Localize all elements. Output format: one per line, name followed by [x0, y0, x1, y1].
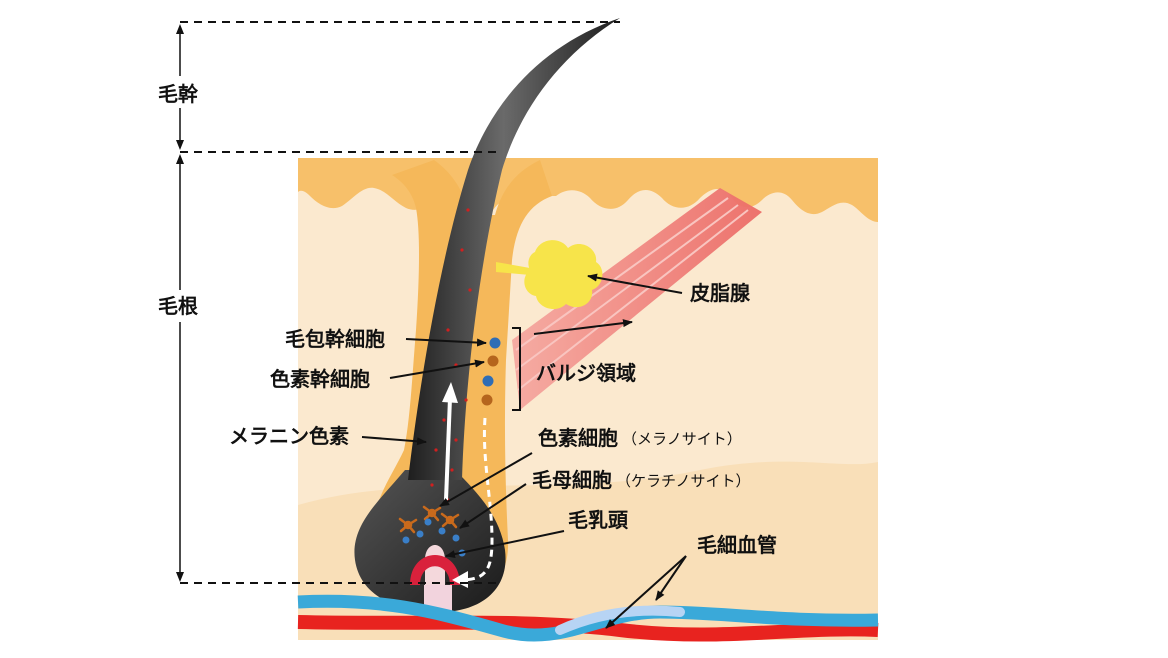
pigment-stem-cell-dot-2	[481, 394, 493, 406]
label-melanocyte: 色素細胞	[538, 426, 618, 450]
artery	[297, 615, 879, 642]
bulge-bracket	[512, 327, 521, 411]
follicle-stem-cell-dot	[489, 337, 501, 349]
hair-shaft	[408, 18, 620, 480]
vein	[297, 594, 879, 642]
label-melanin: メラニン色素	[229, 424, 349, 448]
label-dermal-papilla: 毛乳頭	[568, 508, 629, 532]
label-follicle-stem-cell: 毛包幹細胞	[285, 327, 385, 351]
melanocytes	[398, 505, 460, 534]
growth-arrow	[442, 382, 458, 501]
dimension-markers	[179, 21, 620, 584]
label-sebaceous-gland: 皮脂腺	[690, 281, 751, 305]
pigment-stem-cell-dot	[487, 355, 499, 367]
stem-cell-migration-path	[459, 417, 494, 582]
label-hair-root: 毛根	[158, 294, 198, 318]
arrector-pili-muscle	[512, 188, 762, 410]
dimension-arrowheads	[176, 24, 184, 582]
label-matrix-cell-paren: （ケラチノサイト）	[616, 472, 751, 490]
label-matrix-cell: 毛母細胞	[532, 468, 612, 492]
follicle-stem-cell-dot-2	[482, 375, 494, 387]
vein-highlight	[555, 605, 685, 635]
label-capillary: 毛細血管	[697, 533, 777, 557]
label-pigment-stem-cell: 色素幹細胞	[270, 367, 370, 391]
label-hair-shaft: 毛幹	[158, 82, 199, 106]
leader-arrows	[361, 273, 687, 629]
label-bulge-region: バルジ領域	[536, 361, 636, 385]
sebaceous-gland	[496, 240, 603, 310]
label-melanocyte-paren: （メラノサイト）	[622, 430, 742, 448]
